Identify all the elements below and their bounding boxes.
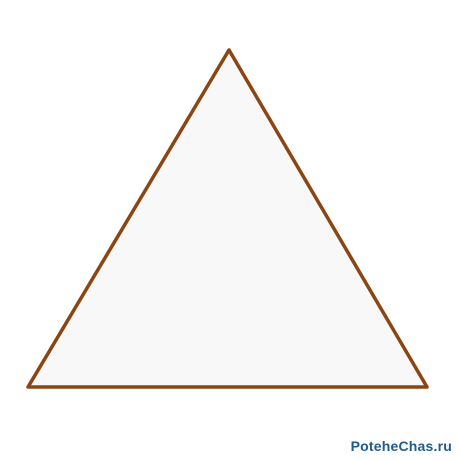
triangle-shape xyxy=(26,48,429,389)
site-watermark: PoteheChas.ru xyxy=(350,438,452,454)
